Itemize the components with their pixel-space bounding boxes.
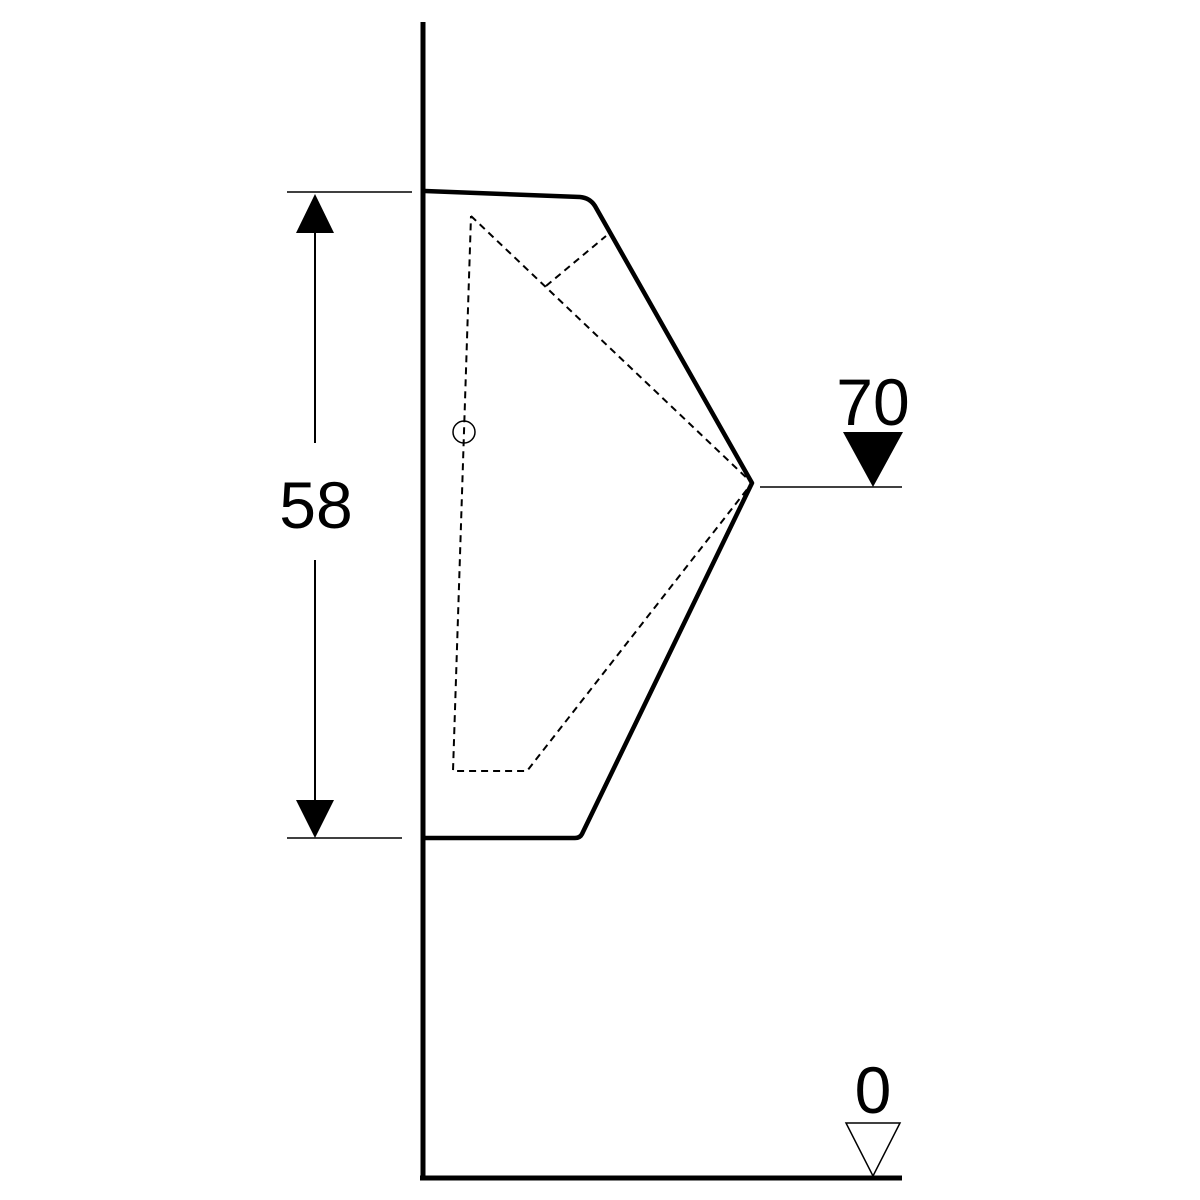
urinal-outline	[424, 188, 755, 841]
rim-height-marker: 70	[760, 365, 910, 488]
height-dimension-label: 58	[279, 468, 352, 542]
bowl-dashed-contour	[451, 215, 754, 772]
floor-level-marker: 0	[844, 1053, 902, 1178]
floor-level-triangle	[844, 1122, 902, 1178]
floor-level-label: 0	[855, 1053, 892, 1127]
arrowhead-down	[296, 800, 334, 838]
water-inlet-marker	[452, 420, 476, 444]
height-dimension: 58	[279, 191, 412, 839]
hidden-bowl-lines	[451, 215, 754, 772]
spreader-dashed-line	[545, 235, 607, 287]
rim-height-label: 70	[836, 365, 909, 439]
rim-level-triangle	[843, 432, 903, 487]
arrowhead-up	[296, 194, 334, 233]
